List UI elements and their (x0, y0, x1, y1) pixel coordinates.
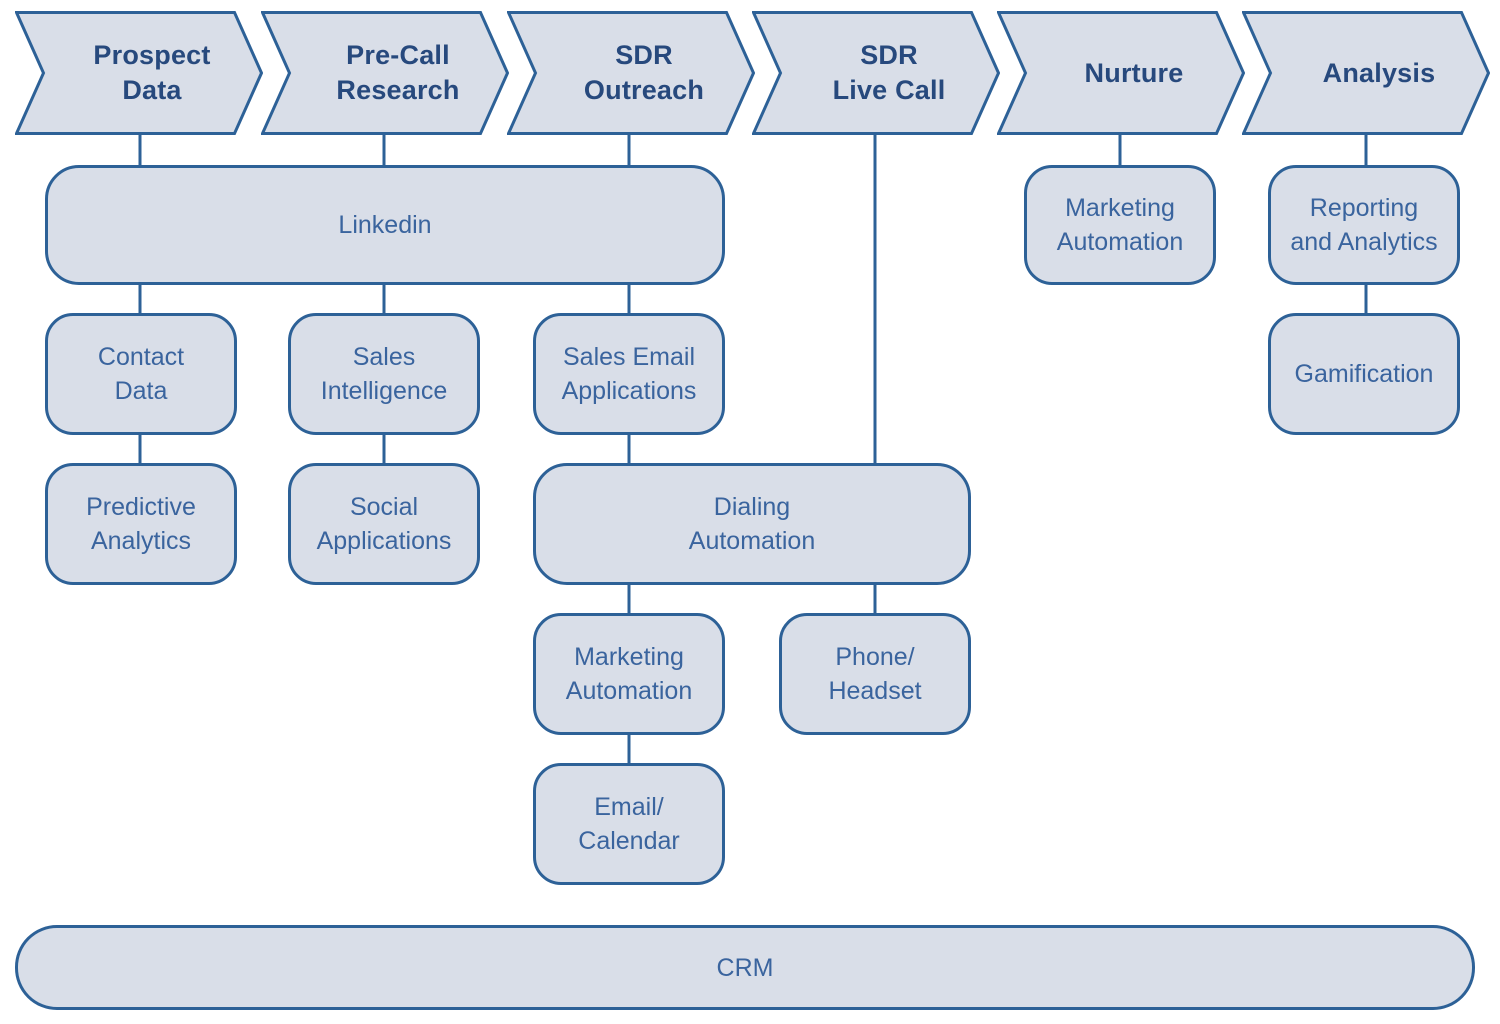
node-sales-email-applications: Sales Email Applications (533, 313, 725, 435)
node-email-calendar: Email/ Calendar (533, 763, 725, 885)
stage-chevron-pre-call-research: Pre-Call Research (261, 11, 509, 135)
stage-chevron-prospect-data: Prospect Data (15, 11, 263, 135)
node-dialing-automation: Dialing Automation (533, 463, 971, 585)
node-contact-data: Contact Data (45, 313, 237, 435)
stage-chevron-nurture: Nurture (997, 11, 1245, 135)
stage-label: Pre-Call Research (336, 40, 460, 105)
chevron-arrow-shape (752, 11, 1000, 135)
node-social-applications: Social Applications (288, 463, 480, 585)
node-reporting-and-analytics: Reporting and Analytics (1268, 165, 1460, 285)
chevron-arrow-shape (997, 11, 1245, 135)
chevron-arrow-shape (261, 11, 509, 135)
stage-label: SDR Outreach (583, 40, 705, 105)
chevron-arrow-shape (507, 11, 755, 135)
chevron-arrow-shape (15, 11, 263, 135)
node-predictive-analytics: Predictive Analytics (45, 463, 237, 585)
node-gamification: Gamification (1268, 313, 1460, 435)
node-crm: CRM (15, 925, 1475, 1010)
node-linkedin: Linkedin (45, 165, 725, 285)
stage-chevron-sdr-outreach: SDR Outreach (507, 11, 755, 135)
node-marketing-automation-nurture: Marketing Automation (1024, 165, 1216, 285)
node-phone-headset: Phone/ Headset (779, 613, 971, 735)
stage-chevron-sdr-live-call: SDR Live Call (752, 11, 1000, 135)
node-marketing-automation-sdr: Marketing Automation (533, 613, 725, 735)
stage-label: Analysis (1322, 57, 1436, 88)
stage-chevron-analysis: Analysis (1242, 11, 1490, 135)
node-sales-intelligence: Sales Intelligence (288, 313, 480, 435)
stage-label: Prospect Data (93, 40, 211, 105)
stage-label: SDR Live Call (832, 40, 946, 105)
chevron-arrow-shape (1242, 11, 1490, 135)
stage-label: Nurture (1084, 57, 1184, 88)
